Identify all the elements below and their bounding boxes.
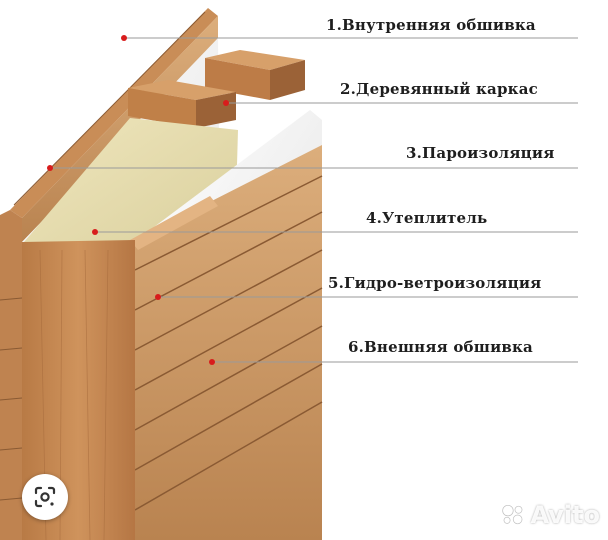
wooden-frame (128, 50, 305, 128)
label-outer-cladding: 6.Внешняя обшивка (348, 338, 533, 356)
marker-dot-5 (155, 294, 161, 300)
marker-dot-4 (92, 229, 98, 235)
label-vapor-barrier: 3.Пароизоляция (406, 144, 555, 162)
marker-dot-1 (121, 35, 127, 41)
inner-cladding (0, 8, 218, 540)
google-lens-icon (34, 486, 56, 508)
marker-dot-6 (209, 359, 215, 365)
google-lens-button[interactable] (22, 474, 68, 520)
avito-logo-icon (502, 504, 523, 525)
outer-cladding (0, 145, 323, 540)
marker-dot-3 (47, 165, 53, 171)
label-wind-barrier: 5.Гидро-ветроизоляция (328, 274, 542, 292)
marker-dots (47, 35, 229, 365)
avito-watermark-text: Avito (530, 501, 600, 529)
marker-dot-2 (223, 100, 229, 106)
label-wooden-frame: 2.Деревянный каркас (340, 80, 538, 98)
label-inner-cladding: 1.Внутренняя обшивка (326, 16, 536, 34)
avito-watermark: Avito (500, 498, 600, 532)
leader-lines (50, 37, 578, 363)
label-insulation: 4.Утеплитель (366, 209, 488, 227)
